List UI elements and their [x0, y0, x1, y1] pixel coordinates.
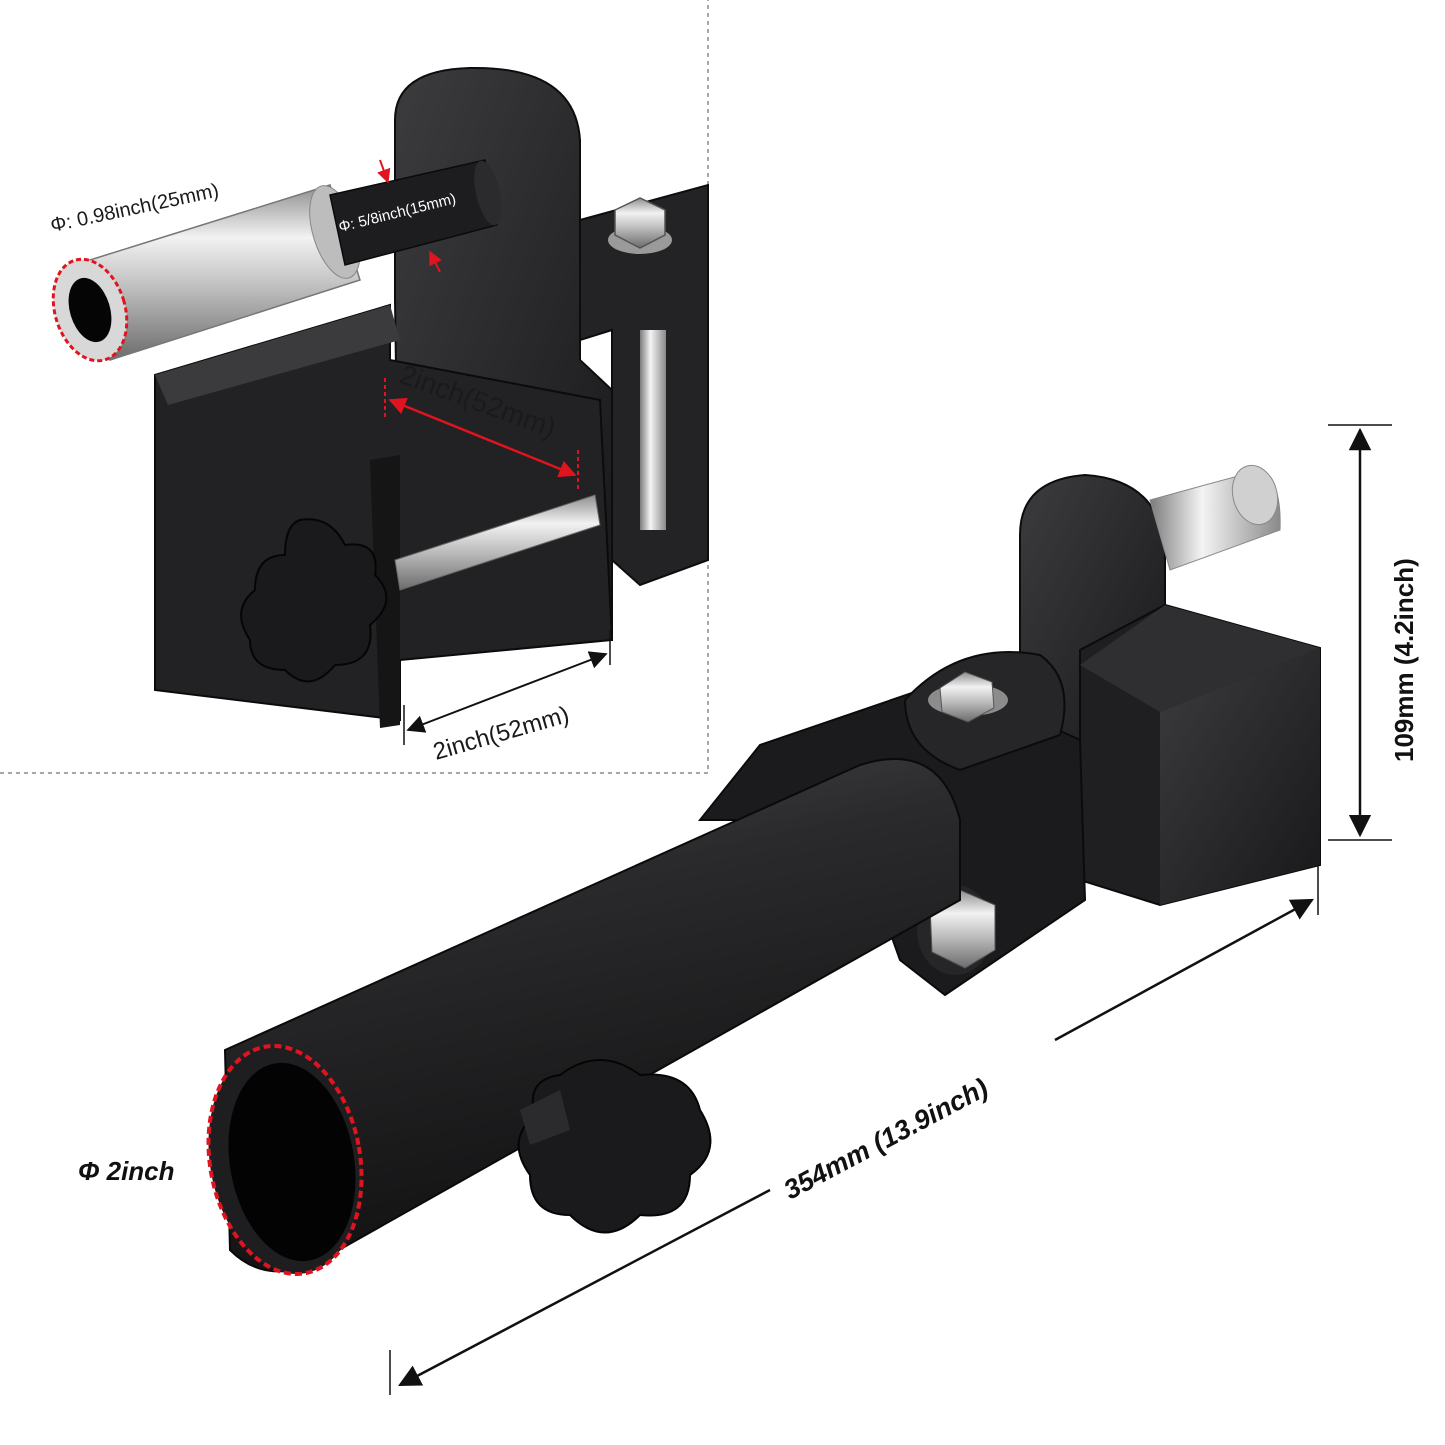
inset-hinge-pin — [640, 330, 666, 530]
length-dim-line-left — [398, 1188, 771, 1387]
inset-depth-dim-line — [388, 397, 577, 478]
length-dim-line-right — [1054, 898, 1314, 1042]
inset-panel: Φ: 0.98inch(25mm) Φ: 5/8inch(15mm) 2inch… — [0, 0, 709, 774]
overall-height-label: 109mm (4.2inch) — [1389, 558, 1419, 762]
inset-dashed-border — [0, 0, 709, 774]
main-tube — [206, 758, 961, 1276]
inset-clamp-width-label: 2inch(52mm) — [430, 701, 572, 766]
inset-width-dim-line — [406, 651, 608, 733]
tube-diameter-label: Φ 2inch — [78, 1156, 175, 1186]
inset-knob — [240, 518, 388, 683]
main-product — [206, 464, 1321, 1276]
inset-sleeve — [51, 159, 502, 363]
inset-hinge-bolt — [608, 197, 672, 254]
inset-pin-dim-arrow-bottom — [429, 250, 442, 273]
inset-threaded-rod — [394, 494, 601, 591]
overall-length-label: 354mm (13.9inch) — [779, 1072, 993, 1205]
main-top-bolt — [928, 671, 1008, 723]
inset-pin-dim-arrow-top — [377, 159, 391, 184]
main-knob — [517, 1059, 712, 1234]
main-knob-stem — [520, 1090, 570, 1145]
main-clamp-box — [1079, 603, 1321, 907]
